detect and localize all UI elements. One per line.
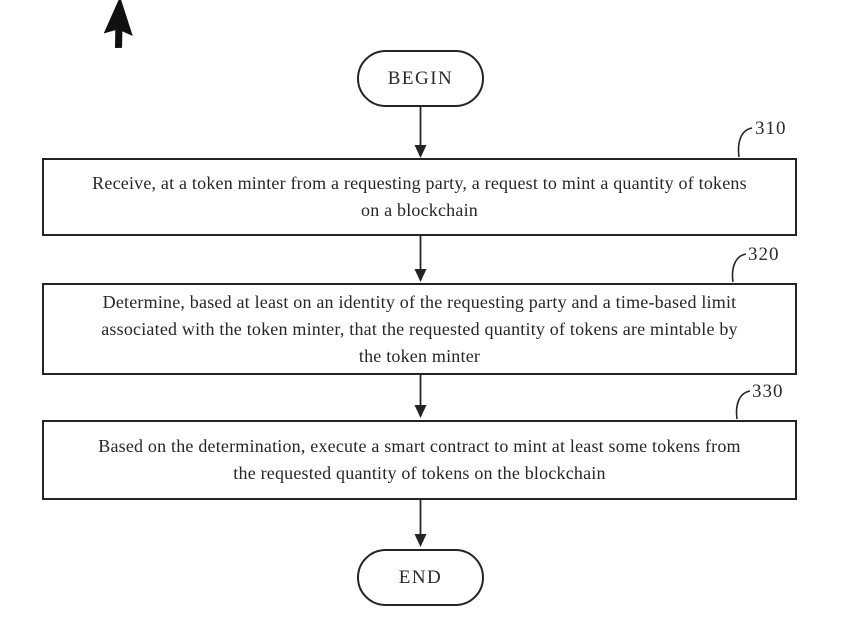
step-box-320: Determine, based at least on an identity…	[42, 283, 797, 375]
arrow-begin-to-310	[414, 107, 427, 158]
step-text-330: Based on the determination, execute a sm…	[98, 436, 741, 483]
arrow-330-to-end	[414, 500, 427, 547]
ref-label-320: 320	[748, 244, 780, 265]
ref-label-310: 310	[755, 118, 787, 139]
begin-label: BEGIN	[387, 67, 454, 89]
arrow-320-to-330	[414, 375, 427, 418]
arrow-310-to-320	[414, 236, 427, 282]
leader-line-320	[731, 253, 747, 283]
mouse-pointer-icon	[104, 0, 133, 48]
step-box-310: Receive, at a token minter from a reques…	[42, 158, 797, 236]
step-text-310: Receive, at a token minter from a reques…	[92, 173, 747, 220]
leader-line-330	[735, 390, 751, 420]
end-label: END	[398, 566, 443, 588]
leader-line-310	[737, 127, 753, 158]
step-text-320: Determine, based at least on an identity…	[101, 291, 738, 366]
begin-terminal: BEGIN	[357, 50, 484, 107]
ref-label-330: 330	[752, 381, 784, 402]
step-box-330: Based on the determination, execute a sm…	[42, 420, 797, 500]
end-terminal: END	[357, 549, 484, 606]
